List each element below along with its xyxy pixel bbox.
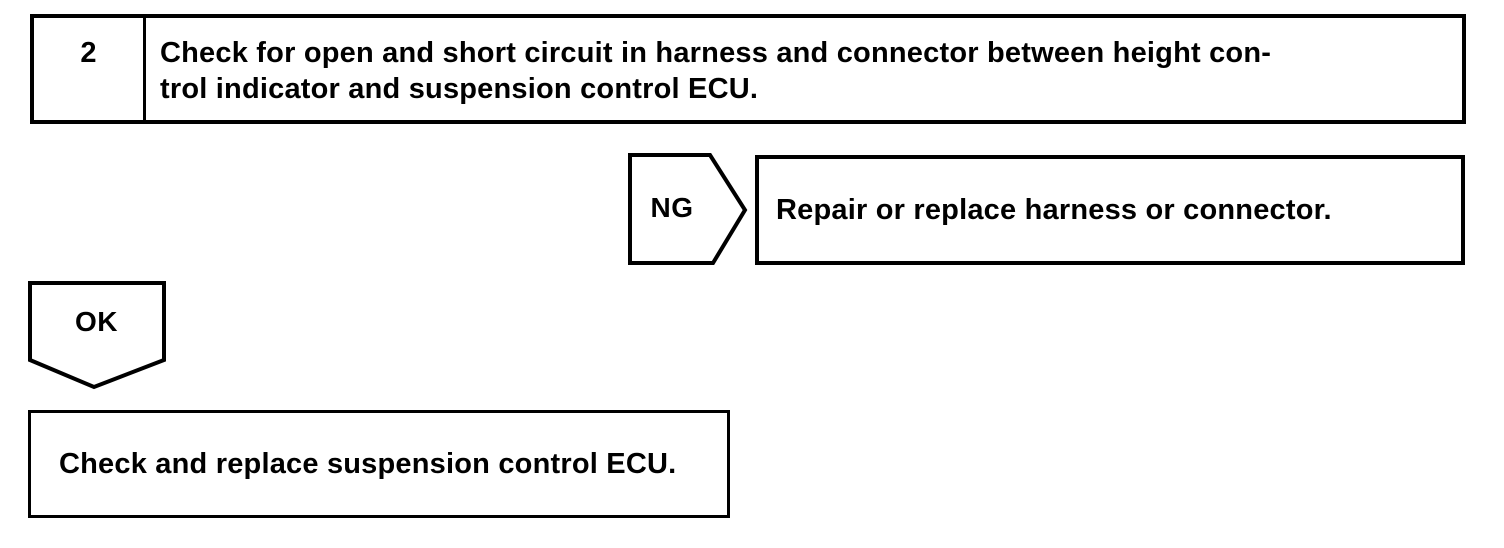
step-number: 2 [34, 18, 146, 120]
ok-connector-arrow [28, 281, 166, 390]
ng-action-text: Repair or replace harness or connector. [776, 194, 1332, 226]
step-box: 2 Check for open and short circuit in ha… [30, 14, 1466, 124]
ok-arrow-shape [28, 281, 166, 390]
ng-connector-arrow [628, 153, 748, 265]
ok-connector-label: OK [75, 305, 118, 337]
ng-connector-label: NG [650, 192, 694, 223]
final-action-text: Check and replace suspension control ECU… [59, 448, 677, 480]
step-instruction: Check for open and short circuit in harn… [146, 18, 1462, 120]
step-instruction-line-1: Check for open and short circuit in harn… [160, 37, 1272, 69]
ng-action-box: Repair or replace harness or connector. [755, 155, 1465, 265]
ng-arrow-shape [628, 153, 748, 265]
step-instruction-line-2: trol indicator and suspension control EC… [160, 73, 759, 105]
final-action-box: Check and replace suspension control ECU… [28, 410, 730, 518]
